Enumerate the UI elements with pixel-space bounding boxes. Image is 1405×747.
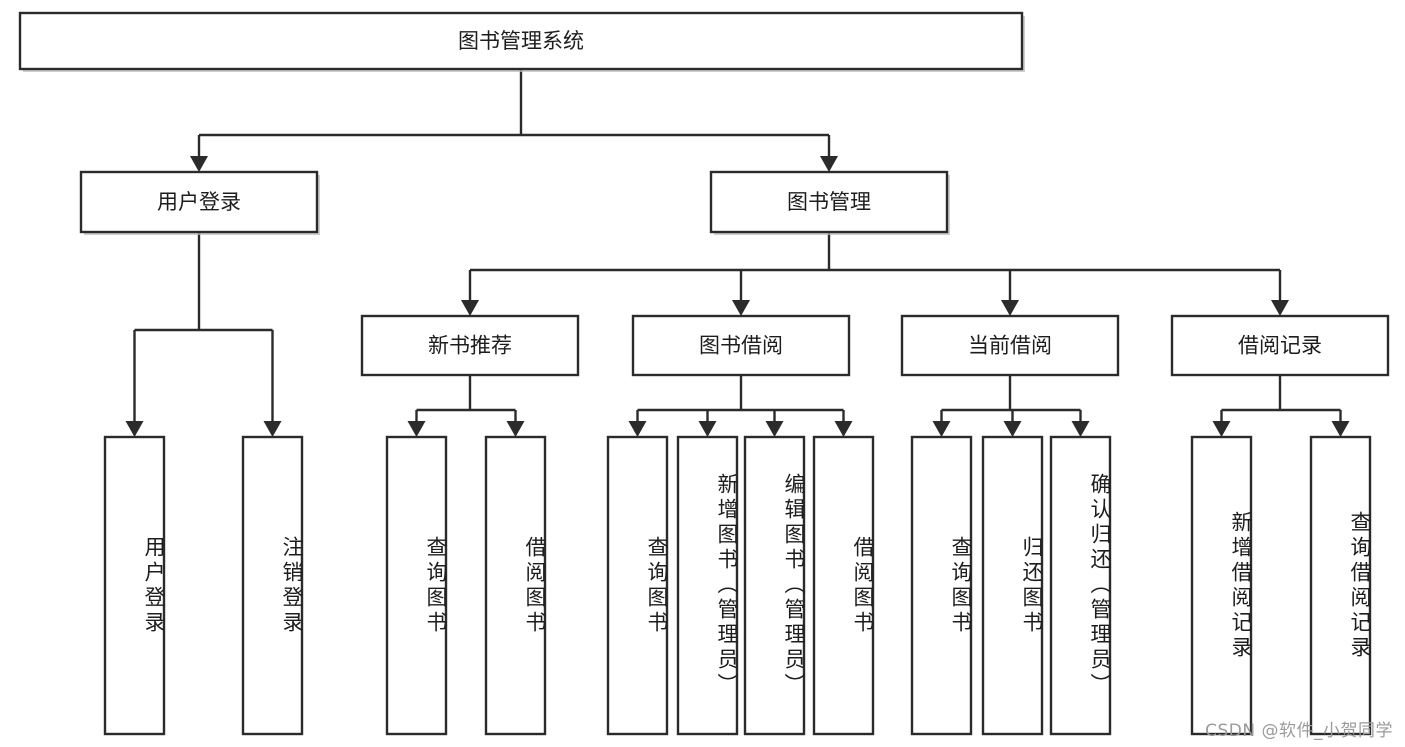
arrow-head-icon [1071, 421, 1090, 437]
arrow-head-icon [932, 421, 951, 437]
arrow-head-icon [1271, 300, 1289, 316]
arrow-head-icon [820, 156, 838, 172]
arrow-head-icon [190, 156, 208, 172]
node-leaf-user-login[interactable] [103, 435, 166, 736]
node-label-new-book-rec: 新书推荐 [428, 334, 512, 358]
node-label-borrow-record: 借阅记录 [1238, 334, 1322, 358]
node-current-borrow[interactable] [900, 314, 1120, 377]
node-leaf-return-book[interactable] [981, 435, 1044, 736]
arrow-head-icon [765, 421, 784, 437]
node-leaf-query-book-2[interactable] [606, 435, 669, 736]
node-leaf-user-logout[interactable] [241, 435, 304, 736]
node-label-book-borrow: 图书借阅 [699, 334, 783, 358]
csdn-watermark: CSDN @软件_小贺同学 [1205, 721, 1393, 741]
node-leaf-query-book-3[interactable] [910, 435, 973, 736]
node-leaf-edit-book[interactable] [743, 435, 806, 736]
arrow-head-icon [628, 421, 647, 437]
node-leaf-query-record[interactable] [1309, 435, 1372, 736]
arrow-head-icon [506, 421, 525, 437]
node-label-current-borrow: 当前借阅 [968, 334, 1052, 358]
arrow-head-icon [732, 300, 750, 316]
node-label-user-login: 用户登录 [157, 190, 241, 214]
node-borrow-record[interactable] [1170, 314, 1390, 377]
node-leaf-query-book-1[interactable] [385, 435, 448, 736]
node-label-root: 图书管理系统 [458, 29, 584, 53]
connector-lines [125, 69, 1350, 437]
node-leaf-borrow-book-1[interactable] [484, 435, 547, 736]
arrow-head-icon [1001, 300, 1019, 316]
node-leaf-borrow-book-2[interactable] [812, 435, 875, 736]
node-book-borrow[interactable] [631, 314, 851, 377]
node-root-root[interactable] [18, 11, 1024, 71]
arrow-head-icon [461, 300, 479, 316]
node-leaf-confirm-return[interactable] [1049, 435, 1112, 736]
arrow-head-icon [1212, 421, 1231, 437]
node-new-book-rec[interactable] [360, 314, 580, 377]
node-label-book-manage: 图书管理 [787, 190, 871, 214]
arrow-head-icon [263, 421, 282, 437]
node-book-manage[interactable] [709, 170, 949, 234]
arrow-head-icon [125, 421, 144, 437]
node-leaf-add-record[interactable] [1190, 435, 1253, 736]
arrow-head-icon [1003, 421, 1022, 437]
arrow-head-icon [834, 421, 853, 437]
node-leaf-add-book[interactable] [676, 435, 739, 736]
arrow-head-icon [1331, 421, 1350, 437]
arrow-head-icon [698, 421, 717, 437]
arrow-head-icon [407, 421, 426, 437]
node-user-login[interactable] [79, 170, 319, 234]
